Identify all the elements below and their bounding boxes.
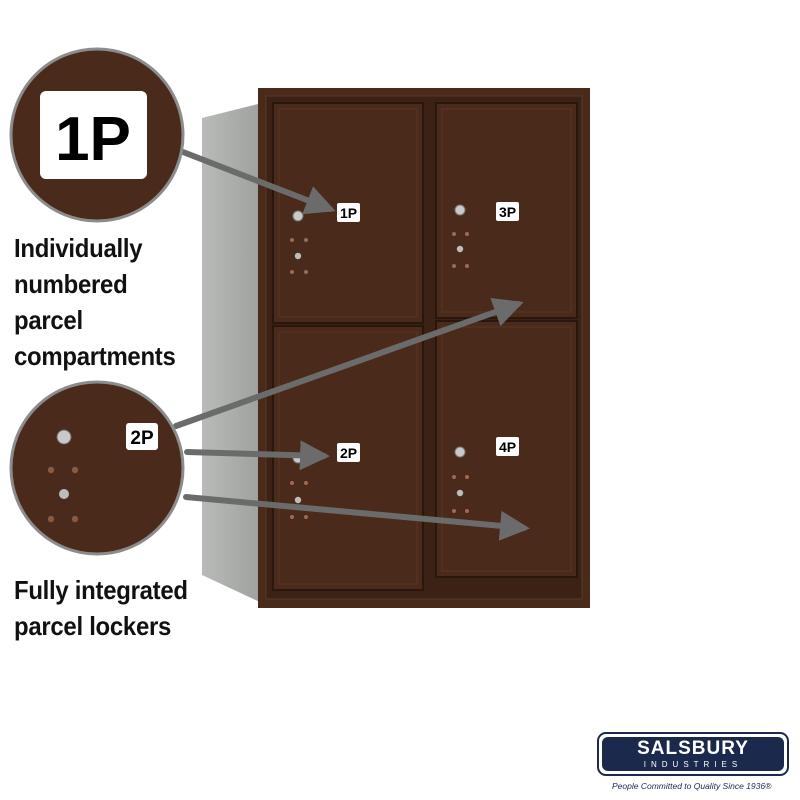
door-number-plate: 1P <box>337 203 360 222</box>
salsbury-logo: SALSBURY INDUSTRIES <box>597 732 789 776</box>
lock-cluster <box>452 204 469 268</box>
brand-tagline: People Committed to Quality Since 1936® <box>612 781 772 791</box>
lock-cluster <box>290 210 308 274</box>
caption-integrated-lockers: Fully integrated parcel lockers <box>14 575 188 641</box>
logo-name: SALSBURY <box>637 738 749 759</box>
arrow <box>180 149 336 215</box>
callout-top-label: 1P <box>55 105 131 174</box>
door-number-plate: 3P <box>496 202 519 221</box>
callout-top: 1P <box>9 47 185 223</box>
side-panel <box>202 103 262 603</box>
arrow <box>183 494 530 541</box>
door-3P-label: 3P <box>499 204 516 220</box>
door-1P <box>272 102 424 324</box>
callout-bottom: 2P <box>9 380 185 556</box>
logo-subtitle: INDUSTRIES <box>643 760 743 769</box>
door-number-plate: 4P <box>496 437 519 456</box>
lock-cluster <box>452 446 469 513</box>
door-4P-label: 4P <box>499 439 516 455</box>
arrow <box>173 297 524 429</box>
arrow <box>184 440 330 471</box>
door-number-plate: 2P <box>337 443 360 462</box>
door-1P-label: 1P <box>340 205 357 221</box>
caption-numbered-compartments: Individually numbered parcel compartment… <box>14 233 176 371</box>
callout-bottom-label: 2P <box>130 428 154 449</box>
door-2P-label: 2P <box>340 445 357 461</box>
